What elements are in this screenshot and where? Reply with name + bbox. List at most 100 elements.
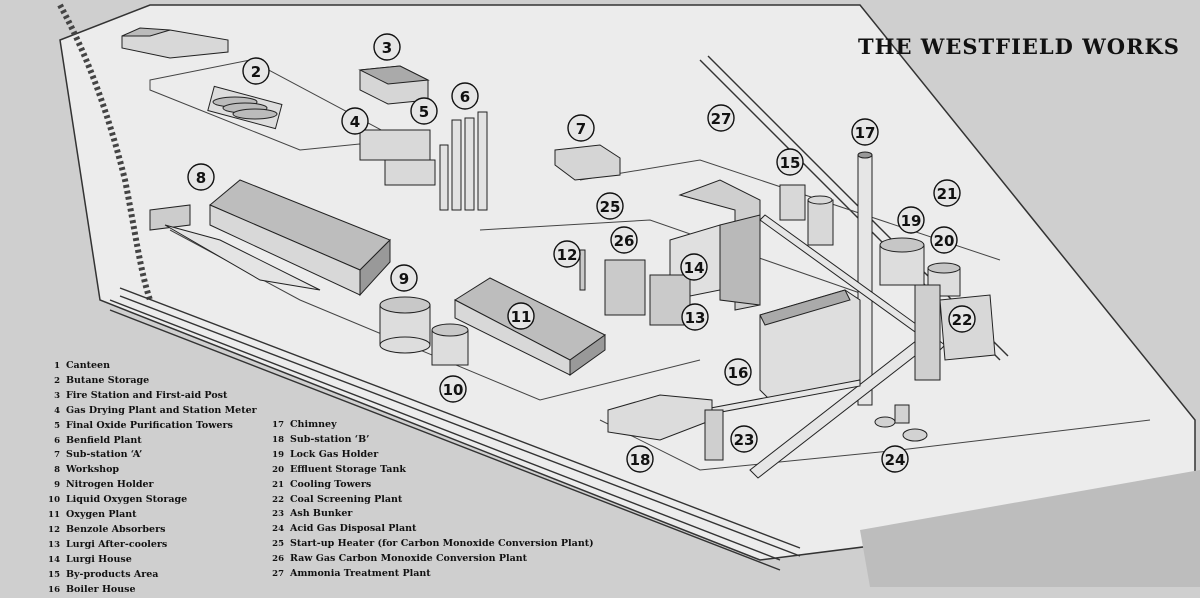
canteen-building: [121, 27, 229, 59]
callout-number: 22: [952, 311, 973, 329]
callout-circle: [439, 375, 467, 403]
callout-number: 2: [251, 63, 261, 81]
gas-drying-plant: [359, 129, 436, 186]
callout-circle: [626, 445, 654, 473]
chimney: [857, 151, 873, 406]
legend-label: Lurgi After-coolers: [66, 538, 168, 550]
legend-label: Coal Screening Plant: [290, 493, 403, 505]
callout-number: 21: [937, 185, 958, 203]
legend-item: 2 Butane Storage: [40, 374, 257, 389]
callout-circle: [933, 179, 961, 207]
process-plant: [579, 249, 691, 326]
callout-number: 16: [728, 364, 749, 382]
legend-label: Ash Bunker: [290, 508, 353, 520]
callout-number: 5: [419, 103, 429, 121]
benfield-towers: [439, 111, 488, 211]
workshop-building: [149, 179, 391, 297]
legend-number: 1: [54, 361, 60, 371]
legend-item: 13 Lurgi After-coolers: [40, 538, 257, 553]
callout-circle: [187, 163, 215, 191]
callout-4: 4: [341, 107, 369, 135]
legend-label: Cooling Towers: [290, 478, 372, 490]
callout-circle: [373, 33, 401, 61]
callout-circle: [680, 253, 708, 281]
legend-number: 10: [48, 495, 60, 506]
callout-number: 9: [399, 270, 409, 288]
outer-ground: [860, 470, 1200, 587]
legend-item: 19 Lock Gas Holder: [264, 448, 594, 463]
legend-label: Workshop: [66, 464, 120, 476]
callout-6: 6: [451, 82, 479, 110]
callout-circle: [451, 82, 479, 110]
callout-number: 3: [382, 39, 392, 57]
legend-number: 13: [48, 539, 60, 550]
callout-2: 2: [242, 57, 270, 85]
callout-23: 23: [730, 425, 758, 453]
legend-number: 14: [48, 554, 60, 565]
acid-gas-plant: [874, 404, 928, 442]
callout-number: 10: [443, 381, 464, 399]
callout-26: 26: [610, 226, 638, 254]
callout-number: 17: [855, 124, 876, 142]
callout-13: 13: [681, 303, 709, 331]
legend-number: 22: [272, 494, 284, 505]
legend-number: 26: [272, 554, 284, 565]
legend-number: 16: [48, 584, 60, 595]
by-products-area: [779, 184, 834, 246]
substation-b: [607, 394, 724, 461]
legend-label: Raw Gas Carbon Monoxide Conversion Plant: [290, 553, 528, 565]
callout-circle: [567, 114, 595, 142]
legend-label: Chimney: [290, 419, 337, 430]
callout-3: 3: [373, 33, 401, 61]
callout-circle: [390, 264, 418, 292]
callout-number: 8: [196, 169, 206, 187]
legend-number: 2: [54, 375, 60, 386]
callout-circle: [707, 104, 735, 132]
callout-circle: [410, 97, 438, 125]
legend-label: By-products Area: [66, 568, 159, 580]
callout-number: 4: [350, 113, 360, 131]
legend-label: Butane Storage: [66, 374, 150, 386]
legend-number: 7: [54, 450, 60, 461]
callout-11: 11: [507, 302, 535, 330]
callout-15: 15: [776, 148, 804, 176]
callout-circle: [897, 206, 925, 234]
legend-number: 18: [272, 434, 284, 445]
legend-number: 5: [54, 420, 60, 431]
legend-item: 22 Coal Screening Plant: [264, 493, 594, 508]
callout-27: 27: [707, 104, 735, 132]
callout-number: 13: [685, 309, 706, 327]
callout-19: 19: [897, 206, 925, 234]
legend-label: Oxygen Plant: [66, 509, 137, 521]
callout-number: 11: [511, 308, 532, 326]
legend-label: Effluent Storage Tank: [290, 463, 406, 475]
callout-number: 27: [711, 110, 732, 128]
legend-number: 9: [54, 480, 60, 491]
callout-8: 8: [187, 163, 215, 191]
callout-number: 23: [734, 431, 755, 449]
callout-number: 7: [576, 120, 586, 138]
legend-label: Lock Gas Holder: [290, 448, 379, 460]
callout-circle: [881, 445, 909, 473]
legend-number: 17: [272, 420, 284, 430]
callout-number: 25: [600, 198, 621, 216]
fire-station: [358, 65, 430, 105]
legend-number: 23: [272, 509, 284, 520]
legend-number: 19: [272, 449, 284, 460]
legend-number: 12: [48, 524, 60, 535]
callout-10: 10: [439, 375, 467, 403]
callout-18: 18: [626, 445, 654, 473]
